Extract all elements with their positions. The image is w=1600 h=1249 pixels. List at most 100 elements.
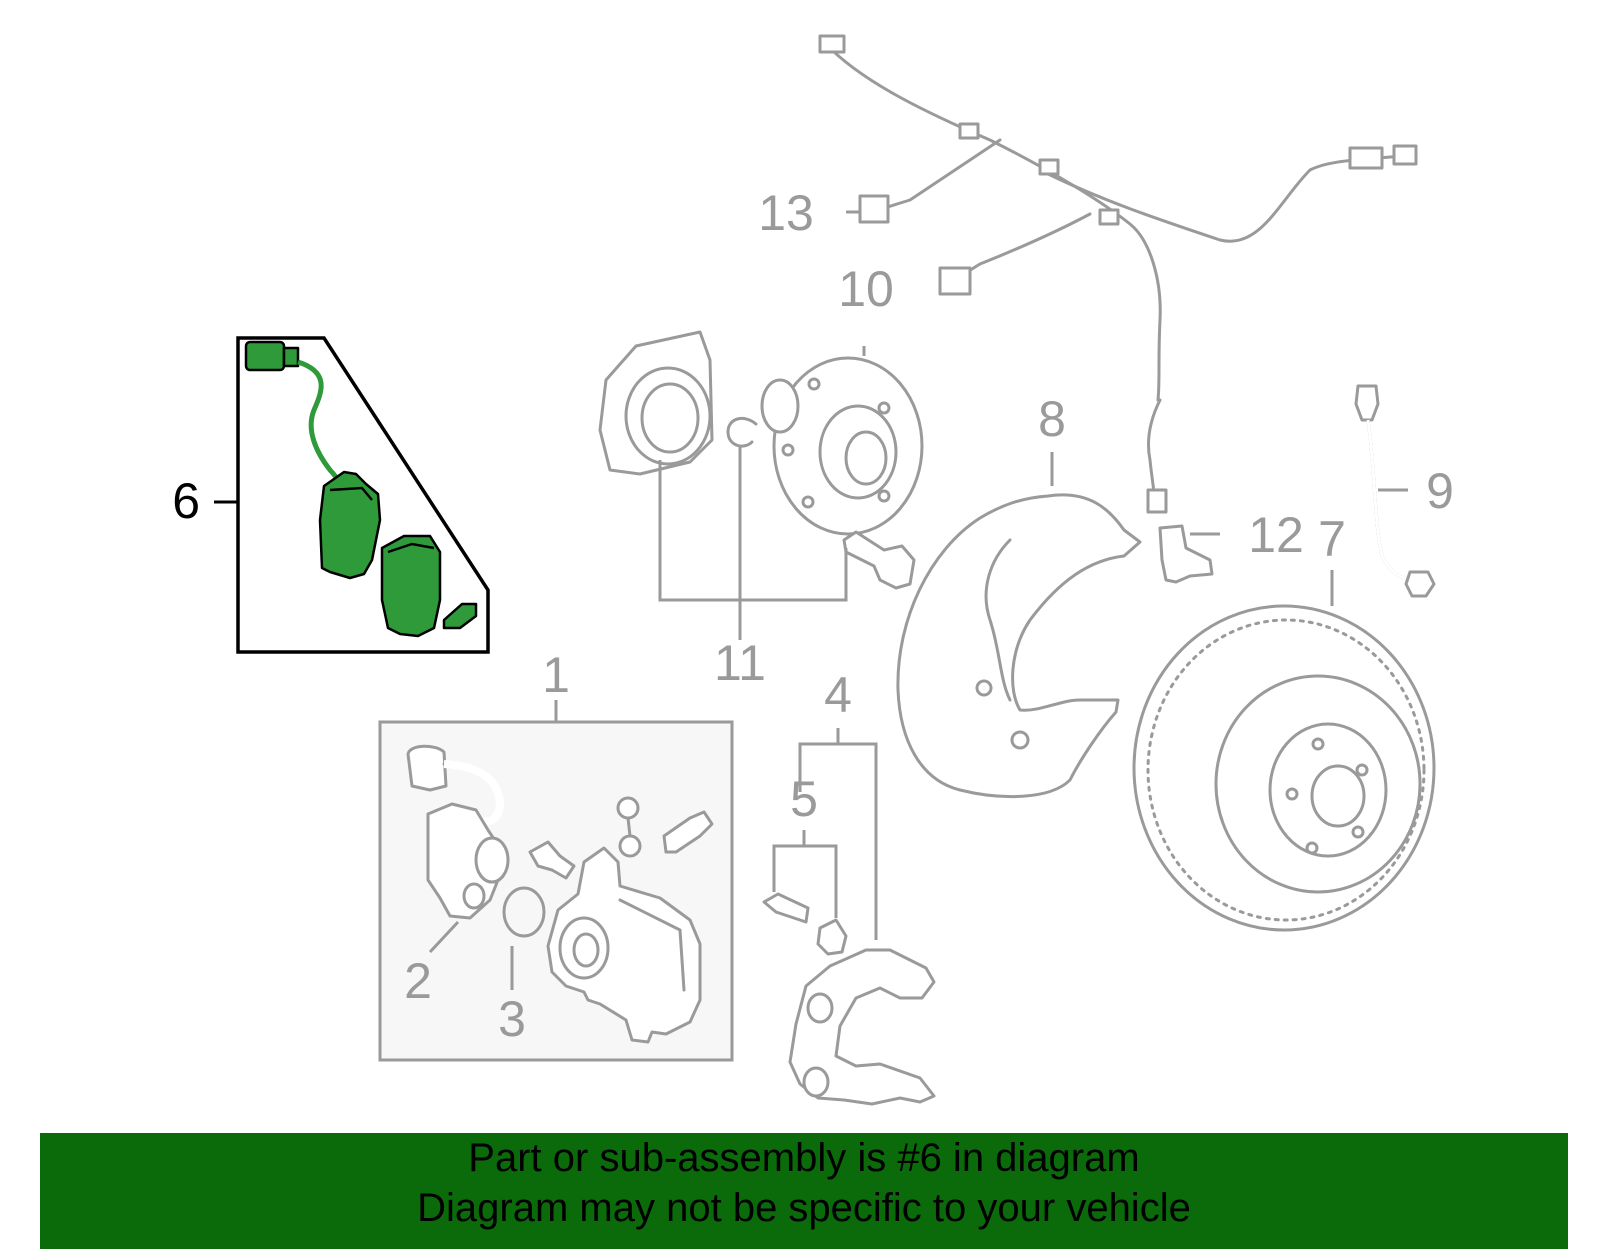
motor-connector [406, 744, 448, 792]
rotor-stud-hole-3 [1351, 825, 1365, 839]
harness-clip-upper [1038, 158, 1060, 176]
info-banner: Part or sub-assembly is #6 in diagram Di… [40, 1133, 1568, 1249]
hub-bolt-shape [842, 530, 916, 590]
caliper-small-bolt [528, 840, 576, 880]
harness-branch-right [1038, 154, 1402, 243]
carrier-body [788, 948, 936, 1106]
hose-fitting-bottom [1404, 570, 1436, 598]
harness-clip-top [958, 122, 980, 140]
hose-fitting-top [1354, 384, 1380, 422]
hub-bolt-hole-4 [801, 495, 815, 509]
callout-7: 7 [1318, 511, 1346, 567]
rotor-stud-hole-2 [1355, 763, 1369, 777]
connector-collar [282, 346, 300, 368]
callout-8: 8 [1038, 391, 1066, 447]
sensor-cable-plug [1146, 488, 1168, 514]
carrier-hole-bottom [802, 1066, 830, 1098]
harness-connector-13 [858, 194, 890, 224]
callout-13: 13 [758, 185, 814, 241]
banner-line-2: Diagram may not be specific to your vehi… [417, 1186, 1191, 1230]
wheel-bearing-housing [598, 330, 714, 476]
part-3-o-ring[interactable] [502, 886, 546, 938]
part-5-guide-bolts[interactable] [762, 892, 848, 956]
leader-11 [658, 460, 848, 602]
bleeder-screw [662, 810, 714, 854]
splash-shield-hole-2 [975, 679, 993, 697]
callout-9: 9 [1426, 463, 1454, 519]
hub-bore [844, 430, 888, 486]
motor-end [474, 836, 510, 884]
callout-5: 5 [790, 771, 818, 827]
callout-10: 10 [838, 261, 894, 317]
harness-connector-top [818, 34, 846, 54]
carrier-hole-top [806, 992, 834, 1024]
callout-6: 6 [172, 473, 200, 529]
harness-branch-left [872, 138, 1002, 212]
part-6-brake-pad-set[interactable] [236, 336, 490, 654]
hub-bolt-hole-1 [807, 377, 821, 391]
callout-12: 12 [1248, 507, 1304, 563]
sensor-cable [1146, 398, 1162, 498]
o-ring-outer [502, 886, 546, 938]
part-8-splash-shield[interactable] [896, 493, 1142, 798]
bleeder-cap-top [616, 796, 640, 820]
bleeder-cap-bottom [618, 834, 642, 858]
bleeder-body [662, 810, 714, 854]
harness-clip-mid [1098, 208, 1120, 226]
abs-wiring-harness [818, 34, 1418, 514]
leader-2 [428, 920, 460, 954]
harness-connector-lower [938, 266, 972, 296]
harness-connector-right [1392, 144, 1418, 166]
rotor-center-bore [1310, 764, 1366, 828]
part-10-wheel-hub[interactable] [760, 356, 924, 536]
small-bolt-shape [528, 840, 576, 880]
hose-line-fill [1366, 419, 1421, 584]
hub-bolt-hole-2 [877, 401, 891, 415]
brake-pad-outer [380, 534, 442, 638]
abs-sensor-body [1158, 524, 1214, 584]
guide-bolt [762, 892, 810, 924]
bleeder-cap-strap [626, 816, 632, 838]
rotor-vent-ring [1146, 618, 1426, 922]
brake-pad-inner [318, 470, 382, 580]
caliper-piston [572, 932, 600, 968]
snap-ring-shape [726, 416, 758, 448]
splash-shield-body [896, 493, 1142, 798]
caliper-housing [546, 846, 702, 1044]
callout-2: 2 [404, 953, 432, 1009]
splash-shield-rib [984, 538, 1012, 702]
pad-inner-edge [329, 486, 373, 501]
caliper-body [546, 846, 702, 1044]
bleeder-screw-cap [616, 796, 642, 858]
hub-bolt-hole-5 [781, 443, 795, 457]
rotor-stud-hole-1 [1311, 737, 1325, 751]
wear-sensor-connector [244, 340, 286, 372]
hub-bolt-hole-3 [877, 489, 891, 503]
bearing-inner [640, 382, 700, 454]
part-9-brake-hose[interactable] [1354, 384, 1436, 598]
callout-1: 1 [542, 647, 570, 703]
part-7-brake-rotor[interactable] [1132, 604, 1436, 932]
part-12-abs-sensor[interactable] [1158, 524, 1214, 584]
caliper-rib [618, 898, 686, 992]
splash-shield-hole [1010, 730, 1030, 750]
rotor-stud-hole-4 [1305, 841, 1319, 855]
pad-clip [442, 602, 478, 630]
pad-outer-edge [387, 542, 435, 554]
motor-cable-fill [443, 760, 505, 826]
rotor-stud-hole-5 [1285, 787, 1299, 801]
snap-ring [726, 416, 758, 448]
callout-3: 3 [498, 991, 526, 1047]
hub-pilot [760, 378, 800, 434]
harness-plug-right [1348, 146, 1384, 170]
callout-11: 11 [714, 635, 766, 691]
harness-branch-lower [954, 212, 1092, 280]
part-2-parking-brake-motor[interactable] [406, 744, 510, 920]
part-11-hub-bolt[interactable] [842, 530, 916, 590]
motor-shaft [462, 882, 486, 910]
guide-bushing [816, 918, 848, 956]
part-4-caliper-carrier[interactable] [788, 948, 936, 1106]
banner-line-1: Part or sub-assembly is #6 in diagram [468, 1136, 1140, 1180]
callout-4: 4 [824, 667, 852, 723]
